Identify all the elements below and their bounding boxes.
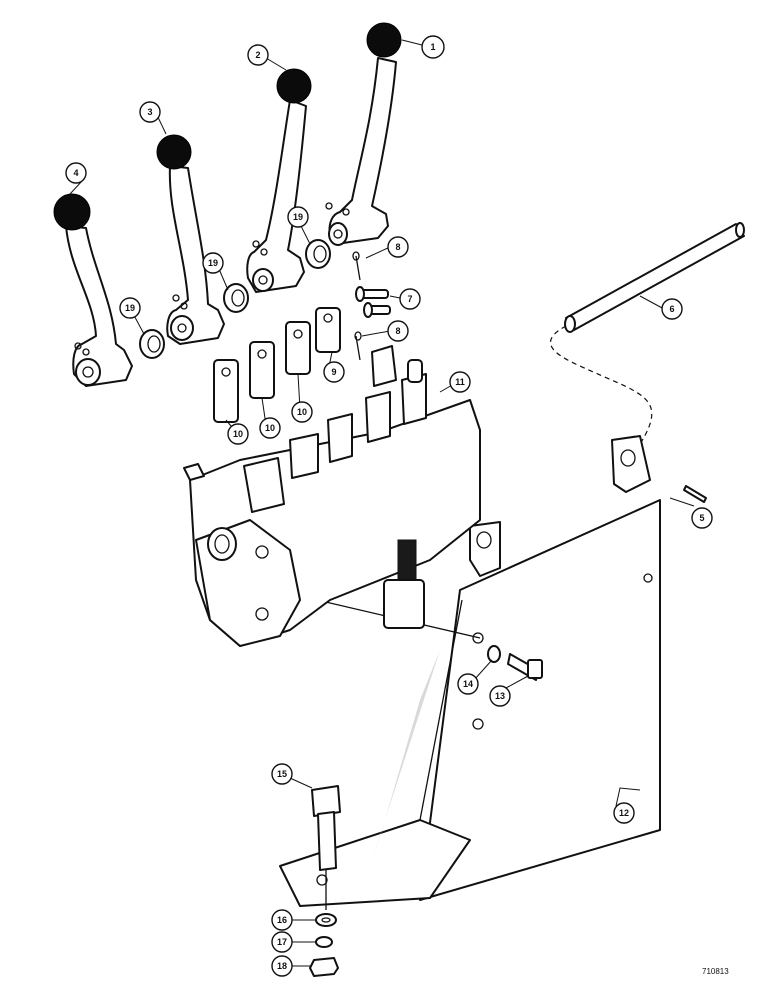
lever-3-knob — [156, 134, 192, 170]
callout-19-left-label: 19 — [125, 303, 135, 313]
bracket-fasteners — [487, 645, 543, 681]
callout-11-label: 11 — [455, 377, 465, 387]
callout-8-lower-label: 8 — [395, 326, 400, 336]
callout-3: 3 — [139, 101, 161, 123]
callout-10-right-label: 10 — [297, 407, 307, 417]
callout-16-label: 16 — [277, 915, 287, 925]
pivot-shaft — [550, 222, 745, 503]
lever-4-knob — [53, 193, 91, 231]
callout-19-right: 19 — [287, 206, 309, 228]
callout-11: 11 — [449, 371, 471, 393]
callout-19-right-label: 19 — [293, 212, 303, 222]
control-lever-3 — [156, 134, 225, 345]
base-fasteners — [309, 785, 341, 977]
callout-13: 13 — [489, 685, 511, 707]
callout-1: 1 — [421, 35, 445, 59]
control-lever-2 — [246, 68, 312, 293]
callout-10-right: 10 — [291, 401, 313, 423]
callout-1-label: 1 — [430, 42, 435, 52]
callout-5: 5 — [691, 507, 713, 529]
mounting-bracket — [279, 435, 661, 907]
callout-15: 15 — [271, 763, 293, 785]
callout-14-label: 14 — [463, 679, 473, 689]
callout-2: 2 — [247, 44, 269, 66]
callout-10-left: 10 — [227, 423, 249, 445]
control-lever-4 — [53, 193, 133, 387]
callout-19-left: 19 — [119, 297, 141, 319]
callout-10-left-label: 10 — [233, 429, 243, 439]
callout-19-middle: 19 — [202, 252, 224, 274]
control-lever-1 — [325, 22, 402, 246]
valve-clevises — [213, 307, 341, 423]
callout-8-upper-label: 8 — [395, 242, 400, 252]
callout-4: 4 — [65, 162, 87, 184]
callout-10-middle: 10 — [259, 417, 281, 439]
callout-19-middle-label: 19 — [208, 258, 218, 268]
clevis-pins-and-cotters — [352, 251, 391, 361]
callout-12: 12 — [613, 802, 635, 824]
callout-2-label: 2 — [255, 50, 260, 60]
callout-3-label: 3 — [147, 107, 152, 117]
callout-10-middle-label: 10 — [265, 423, 275, 433]
callout-6: 6 — [661, 298, 683, 320]
callout-6-label: 6 — [669, 304, 674, 314]
lever-1-knob — [366, 22, 402, 58]
drawing-number: 710813 — [702, 967, 729, 976]
callout-7-label: 7 — [407, 294, 412, 304]
callout-12-label: 12 — [619, 808, 629, 818]
control-valve-body — [183, 345, 481, 647]
callout-5-label: 5 — [699, 513, 704, 523]
callout-15-label: 15 — [277, 769, 287, 779]
callout-17-label: 17 — [277, 937, 287, 947]
callout-18: 18 — [271, 955, 293, 977]
callout-16: 16 — [271, 909, 293, 931]
spacer-washers — [139, 239, 331, 359]
callout-14: 14 — [457, 673, 479, 695]
callout-18-label: 18 — [277, 961, 287, 971]
callout-17: 17 — [271, 931, 293, 953]
callout-9: 9 — [323, 361, 345, 383]
callout-7: 7 — [399, 288, 421, 310]
callout-9-label: 9 — [331, 367, 336, 377]
callout-8-lower: 8 — [387, 320, 409, 342]
callout-8-upper: 8 — [387, 236, 409, 258]
callout-13-label: 13 — [495, 691, 505, 701]
callout-4-label: 4 — [73, 168, 78, 178]
lever-2-knob — [276, 68, 312, 104]
